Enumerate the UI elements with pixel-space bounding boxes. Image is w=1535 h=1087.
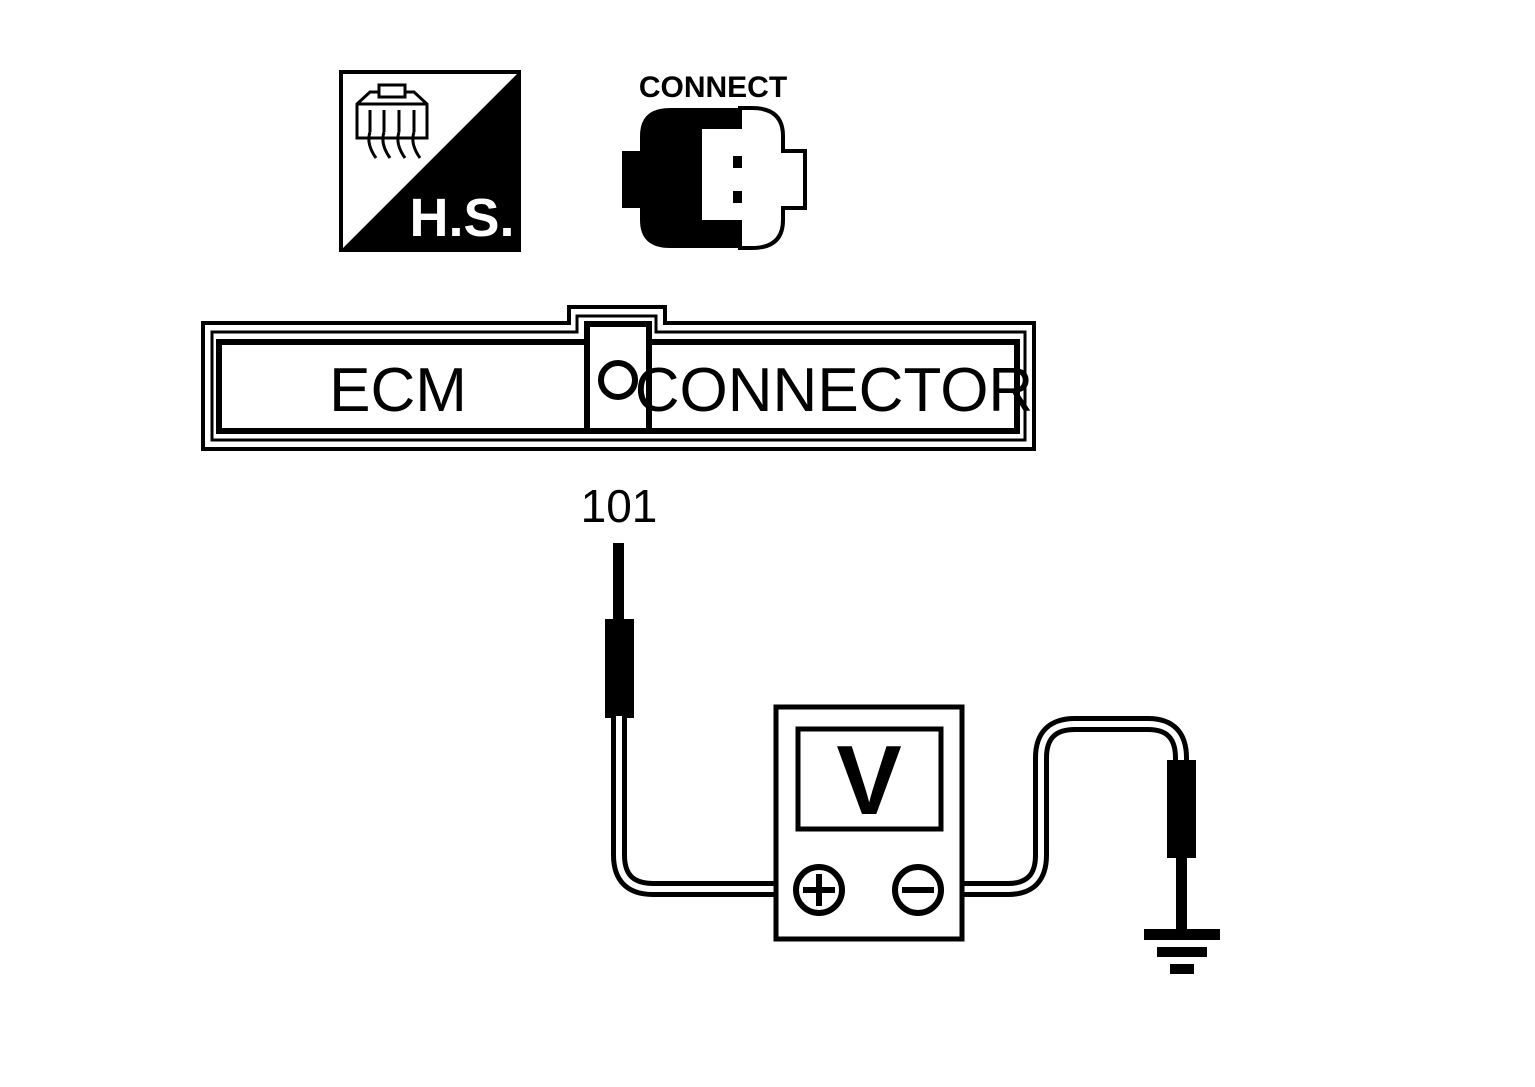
minus-terminal-icon <box>892 864 944 916</box>
meter-display <box>795 726 944 832</box>
negative-probe <box>1167 760 1196 933</box>
connector-right-label: CONNECTOR <box>635 356 1033 425</box>
hs-label: H.S. <box>409 188 514 248</box>
terminal-pin-icon <box>598 360 638 400</box>
terminal-number: 101 <box>581 480 658 532</box>
ground-icon <box>1144 929 1220 974</box>
connector-plug-icon <box>355 83 429 159</box>
voltmeter: V <box>773 704 965 942</box>
harness-side-icon: H.S. <box>339 70 521 252</box>
ecm-connector: ECM CONNECTOR <box>201 305 1036 451</box>
connect-label: CONNECT <box>639 71 787 104</box>
meter-symbol: V <box>836 725 901 835</box>
plus-terminal-icon <box>793 864 845 916</box>
positive-probe <box>605 543 634 718</box>
connect-icon: CONNECT <box>622 71 807 250</box>
lead-highlight <box>616 716 1184 892</box>
connector-left-label: ECM <box>329 356 467 425</box>
